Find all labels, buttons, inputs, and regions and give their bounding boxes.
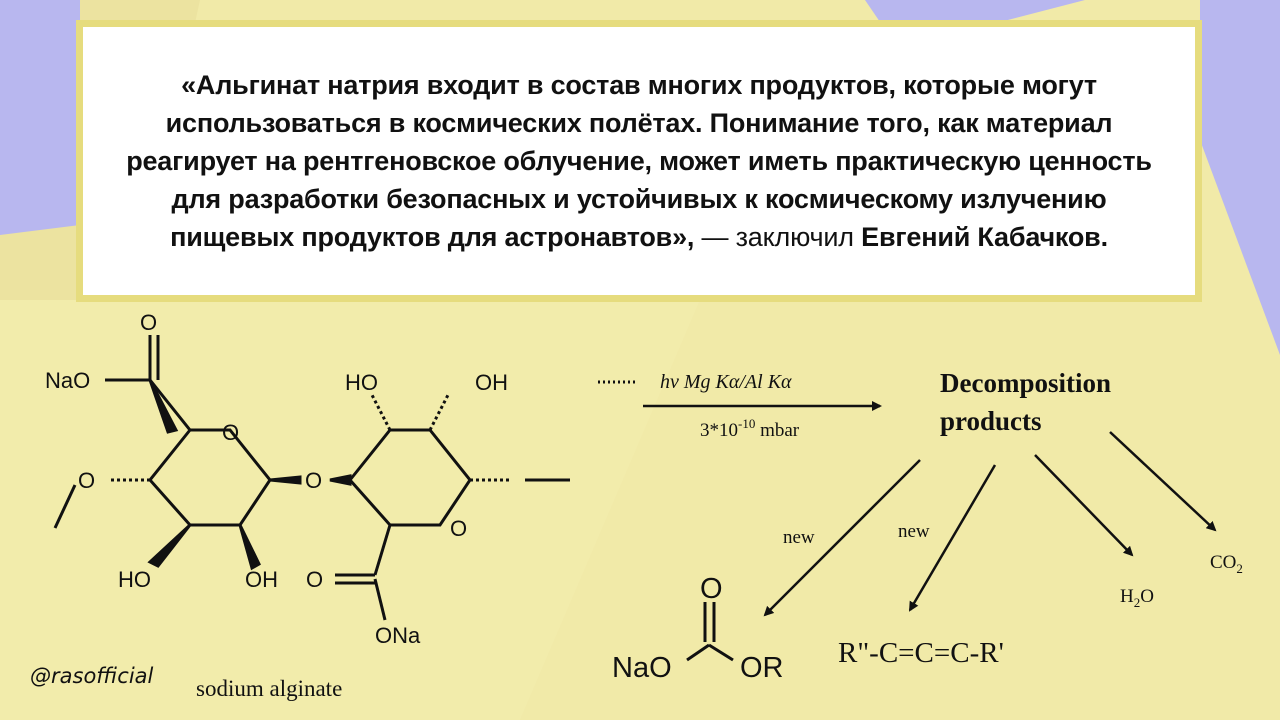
products-heading-line1: Decomposition — [940, 368, 1111, 398]
label-carbonyl-o-top: O — [140, 310, 157, 335]
sodium-alginate-structure — [53, 335, 570, 621]
reaction-diagram: O NaO O O HO OH O HO OH O O ONa sodium a… — [45, 310, 1243, 701]
label-methyl-o: O — [78, 468, 95, 493]
quote-text: «Альгинат натрия входит в состав многих … — [113, 66, 1165, 256]
arrow-to-h2o — [1034, 454, 1134, 557]
new-label-1: new — [783, 527, 815, 548]
condition-exponent: -10 — [738, 416, 755, 431]
quote-attribution: — заключил — [694, 222, 862, 252]
watermark-handle: @rasofficial — [30, 664, 154, 688]
condition-unit: mbar — [755, 420, 799, 441]
wedge-bridge — [269, 475, 302, 485]
wedge-ho — [147, 523, 192, 568]
carbonate-bond-right — [708, 643, 734, 662]
background-blue-shape-left — [0, 0, 80, 235]
bond-methyl — [53, 484, 77, 529]
hash-bond-ho — [370, 394, 392, 431]
product-arrows — [763, 431, 1217, 617]
label-ho-top-right: HO — [345, 370, 378, 395]
label-carbonyl-o-bottom: O — [306, 567, 323, 592]
right-ring — [348, 428, 472, 527]
label-bridge-o: O — [305, 468, 322, 493]
product-alkene: R"-C=C=C-R' — [838, 637, 1004, 669]
carbonate-o-top: O — [700, 573, 723, 605]
bond-carboxyl — [373, 524, 392, 576]
quote-box: «Альгинат натрия входит в состав многих … — [83, 27, 1195, 295]
arrow-to-carbonate — [763, 459, 921, 617]
sodium-alginate-labels: O NaO O O HO OH O HO OH O O ONa — [45, 310, 508, 648]
compound-name: sodium alginate — [196, 676, 342, 701]
wedge-bridge-right — [329, 474, 352, 486]
left-ring — [148, 379, 272, 527]
label-ring-o-left: O — [222, 420, 239, 445]
bond-ona — [373, 578, 387, 621]
label-nao-left: NaO — [45, 368, 90, 393]
carbonate-or: OR — [740, 652, 784, 684]
quote-author: Евгений Кабачков. — [861, 222, 1108, 252]
arrow-to-co2 — [1109, 431, 1217, 532]
new-label-2: new — [898, 521, 930, 542]
wedge-top-left — [148, 379, 179, 434]
quote-frame: «Альгинат натрия входит в состав многих … — [76, 20, 1202, 302]
carbonate-structure: O NaO OR — [612, 573, 784, 684]
label-ona-bottom: ONa — [375, 623, 421, 648]
arrow-to-alkene — [908, 464, 997, 612]
reaction-arrow-group: hv Mg Kα/Al Kα 3*10-10 mbar — [598, 371, 882, 441]
label-oh-top-right: OH — [475, 370, 508, 395]
reaction-condition-top: hv Mg Kα/Al Kα — [660, 371, 792, 393]
reaction-condition-bottom: 3*10-10 mbar — [700, 416, 800, 441]
label-ho-bottom-left: HO — [118, 567, 151, 592]
background-panel-bottom — [0, 300, 700, 720]
product-h2o: H2O — [1120, 586, 1154, 610]
carbonate-nao: NaO — [612, 652, 672, 684]
background-blue-shape-top — [865, 0, 1085, 22]
condition-base: 3*10 — [700, 420, 738, 441]
background-blue-shape-right — [1200, 0, 1280, 355]
quote-bold-text: «Альгинат натрия входит в состав многих … — [126, 70, 1152, 252]
label-oh-bottom-left: OH — [245, 567, 278, 592]
wedge-oh — [238, 524, 261, 571]
carbonate-bond-left — [686, 643, 710, 662]
products-heading-line2: products — [940, 406, 1042, 436]
products: Decomposition products new new H2O CO2 R… — [783, 368, 1243, 669]
label-ring-o-right: O — [450, 516, 467, 541]
product-co2: CO2 — [1210, 552, 1243, 576]
hash-bond-oh — [428, 394, 450, 431]
